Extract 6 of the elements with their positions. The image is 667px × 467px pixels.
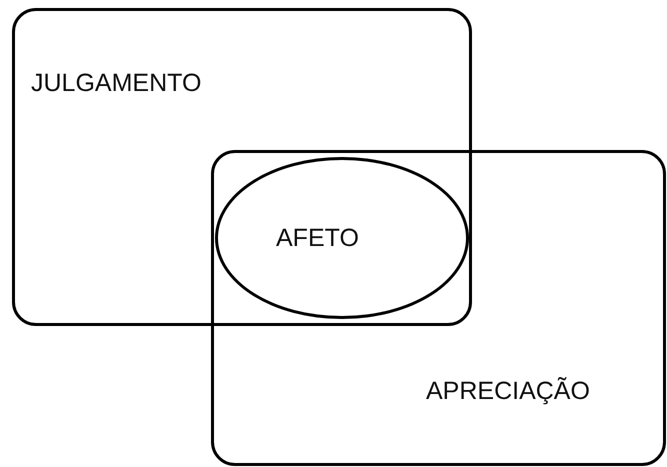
rounded-rectangle bbox=[12, 8, 472, 326]
rounded-rectangle bbox=[211, 150, 666, 466]
region-label: AFETO bbox=[276, 224, 359, 253]
ellipse bbox=[215, 157, 469, 319]
region-label: APRECIAÇÃO bbox=[426, 377, 590, 406]
region-label: JULGAMENTO bbox=[31, 69, 202, 98]
